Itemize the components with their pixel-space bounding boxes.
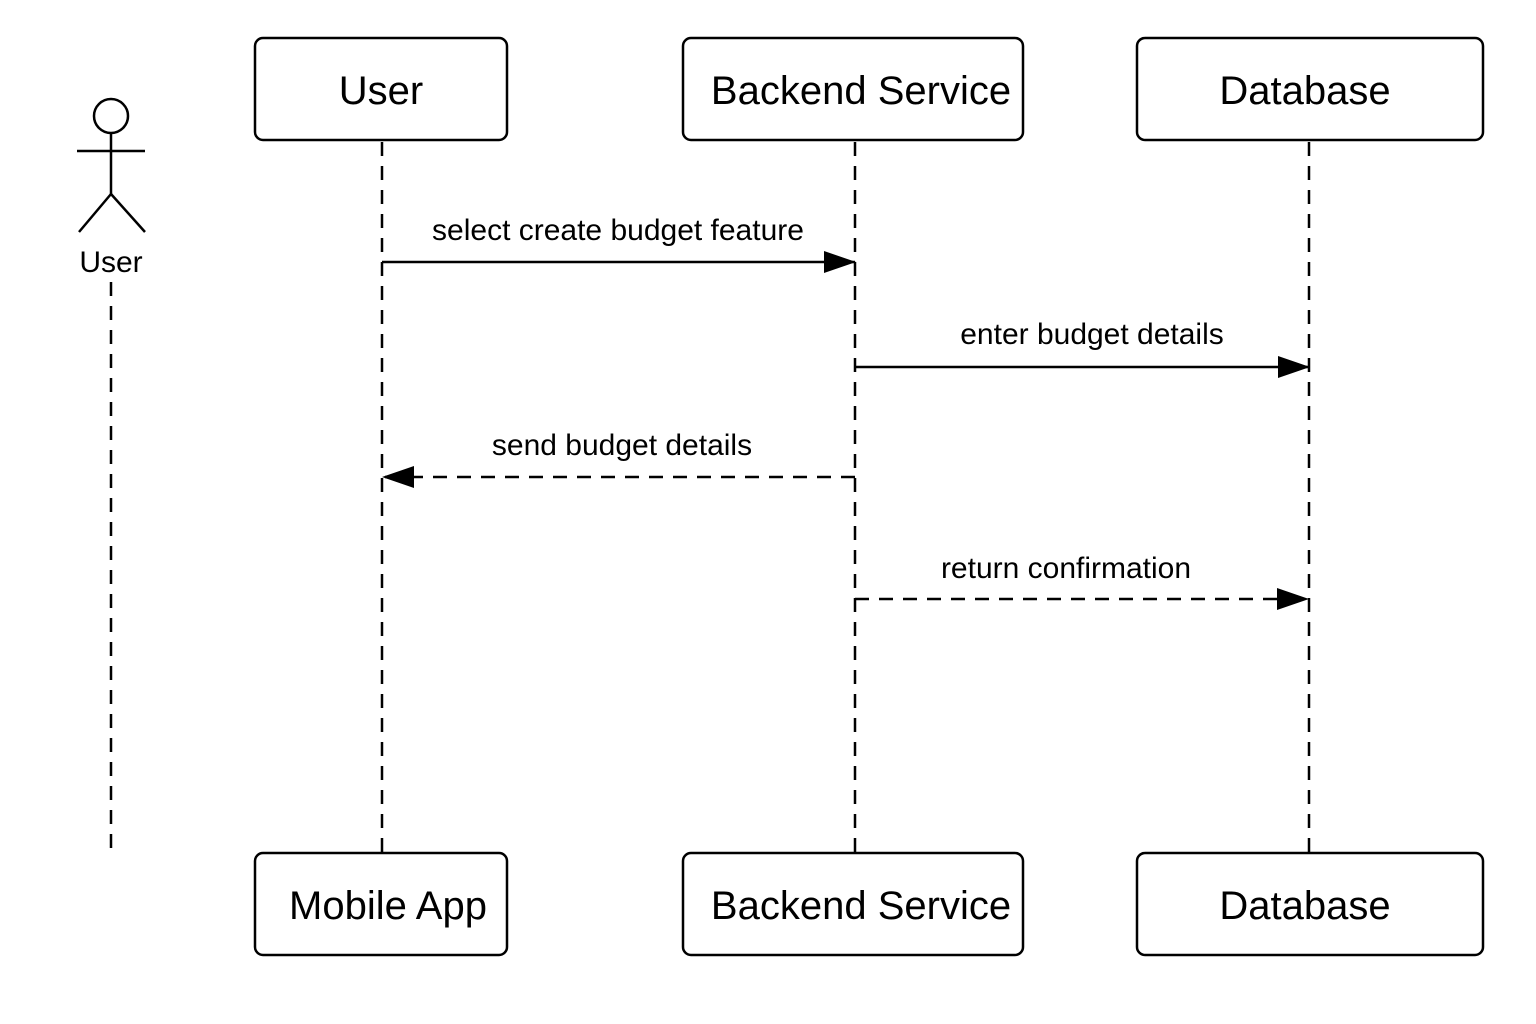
participant-label: User — [339, 69, 423, 113]
message-label: send budget details — [492, 429, 752, 462]
message-enter-budget-details: enter budget details — [855, 318, 1310, 378]
participant-label: Database — [1219, 884, 1390, 928]
participant-label: Mobile App — [289, 884, 487, 928]
stick-figure-icon — [77, 97, 146, 233]
participant-box-backend-bottom: Backend Service — [681, 851, 1025, 957]
participant-box-user-top: User — [253, 36, 509, 142]
participant-label: Backend Service — [711, 884, 1011, 928]
message-select-create-budget-feature: select create budget feature — [382, 214, 856, 273]
participant-box-user-bottom: Mobile App — [253, 851, 509, 957]
participant-box-database-bottom: Database — [1135, 851, 1485, 957]
message-return-confirmation: return confirmation — [855, 552, 1309, 610]
message-label: enter budget details — [960, 318, 1224, 351]
message-label: return confirmation — [941, 552, 1191, 585]
actor-label: User — [79, 246, 142, 279]
participant-box-database-top: Database — [1135, 36, 1485, 142]
actor-user: User — [77, 97, 146, 858]
participant-label: Database — [1219, 69, 1390, 113]
message-label: select create budget feature — [432, 214, 804, 247]
participant-label: Backend Service — [711, 69, 1011, 113]
participant-box-backend-top: Backend Service — [681, 36, 1025, 142]
message-send-budget-details: send budget details — [382, 429, 855, 488]
